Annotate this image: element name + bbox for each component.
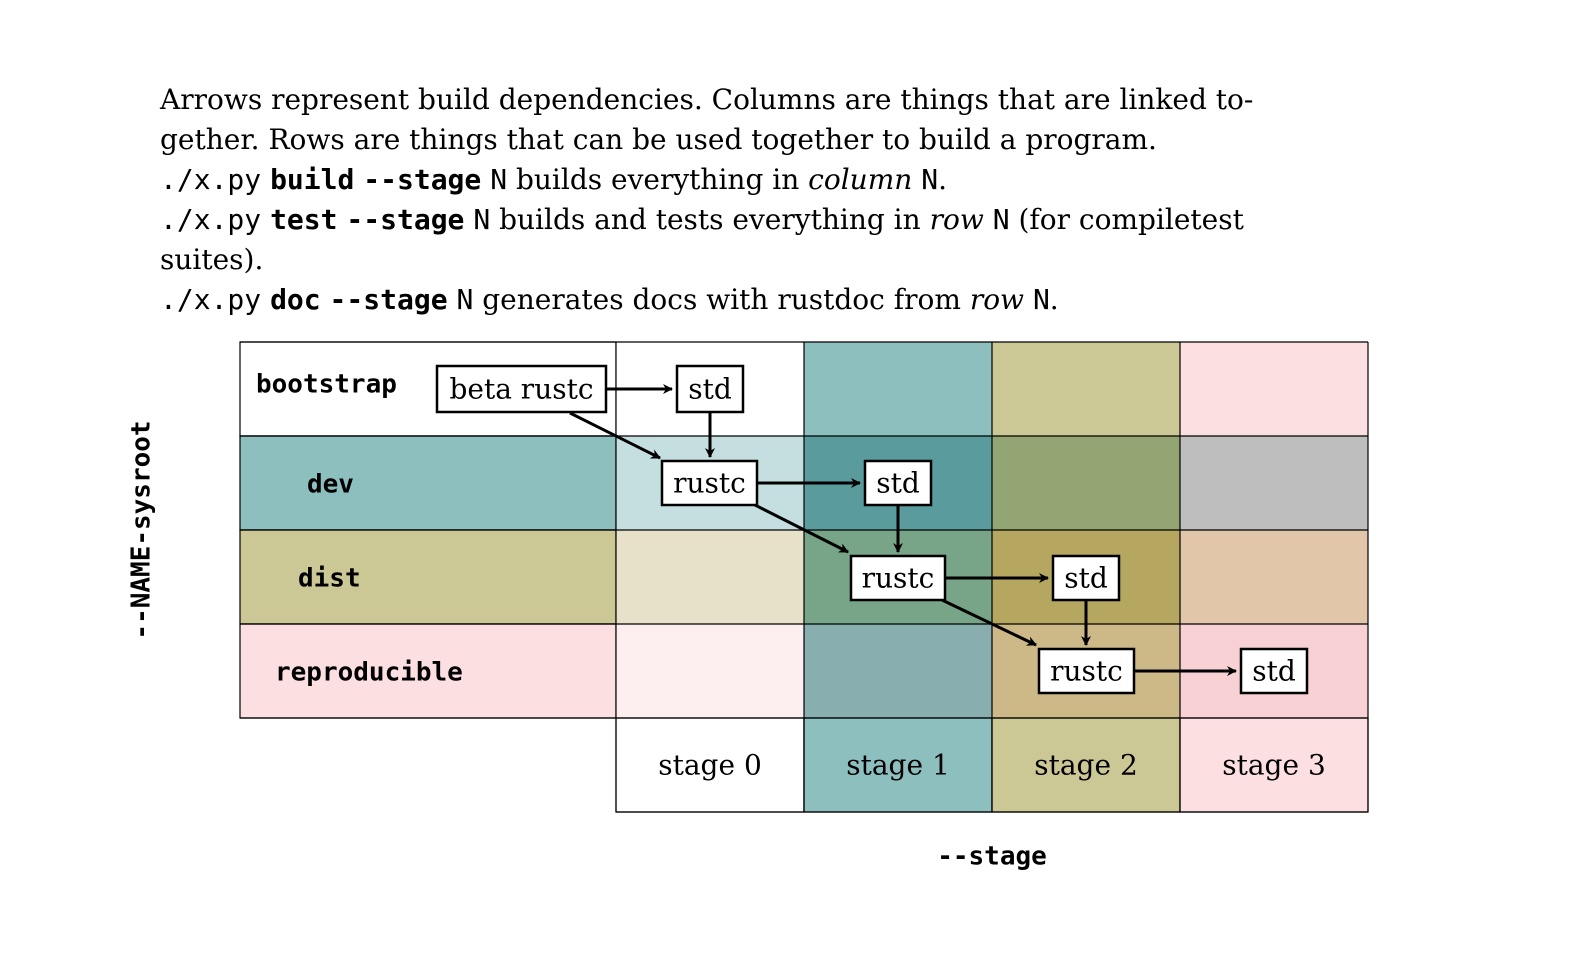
stage-label-1: stage 1 (846, 749, 950, 782)
stage-label-0: stage 0 (658, 749, 762, 782)
n-var: N (473, 203, 491, 236)
node-label: rustc (1050, 655, 1123, 688)
node-label: beta rustc (449, 373, 593, 406)
n-var: N (456, 283, 474, 316)
node-box (863, 459, 933, 507)
node-box (1037, 647, 1136, 695)
cmd: ./x.py (160, 203, 262, 236)
node-box (660, 459, 759, 507)
node-rustc0: rustc (660, 459, 759, 507)
edge-rustc0-to-rustc1 (754, 503, 849, 554)
description-line-1: Arrows represent build dependencies. Col… (160, 83, 1254, 116)
row-label-reproducible: reproducible (275, 658, 463, 688)
grid-cell-r2-c0 (616, 530, 804, 624)
node-label: std (876, 467, 920, 500)
node-label: std (688, 373, 732, 406)
node-rustc2: rustc (1037, 647, 1136, 695)
node-std1: std (863, 459, 933, 507)
row-label-cell-dev (239, 435, 617, 531)
node-rustc1: rustc (849, 554, 947, 602)
text-end: . (1049, 283, 1059, 316)
node-label: rustc (862, 562, 935, 595)
stage-label-3: stage 3 (1222, 749, 1326, 782)
x-axis-label: --stage (937, 842, 1047, 872)
description: Arrows represent build dependencies. Col… (160, 80, 1290, 320)
node-box (1239, 647, 1309, 695)
node-label: rustc (673, 467, 746, 500)
grid-cell-r0-c2 (992, 342, 1180, 436)
node-box (675, 364, 745, 414)
stage-label-cell-1 (803, 717, 993, 813)
row-label-bootstrap: bootstrap (256, 370, 397, 400)
emphasis: column (808, 163, 913, 196)
grid-cell-r0-c3 (1180, 342, 1368, 436)
emphasis: row (969, 283, 1025, 316)
grid-cell-r0-c1 (804, 342, 992, 436)
y-axis-label: --NAME-sysroot (127, 420, 157, 639)
node-label: std (1252, 655, 1296, 688)
description-line-4: ./x.py test --stage N builds and tests e… (160, 200, 1290, 240)
node-beta-rustc: beta rustc (435, 364, 608, 414)
flag: --stage (346, 203, 465, 236)
grid-cell-r3-c0 (616, 624, 804, 718)
node-box (435, 364, 608, 414)
description-line-5: suites). (160, 243, 264, 276)
n-var: N (992, 203, 1010, 236)
text: generates docs with rustdoc from (482, 283, 961, 316)
node-std2: std (1051, 554, 1121, 602)
row-label-cell-reproducible (239, 623, 617, 719)
text: builds everything in (515, 163, 800, 196)
subcommand: doc (270, 283, 321, 316)
n-var: N (490, 163, 508, 196)
grid-cell-r3-c1 (804, 624, 992, 718)
description-line-3: ./x.py build --stage N builds everything… (160, 160, 1290, 200)
cmd: ./x.py (160, 283, 262, 316)
node-std0: std (675, 364, 745, 414)
row-label-cell-dist (239, 529, 617, 625)
flag: --stage (363, 163, 482, 196)
n-var: N (1032, 283, 1050, 316)
node-box (1051, 554, 1121, 602)
grid-cell-r1-c3 (1180, 436, 1368, 530)
description-line-2: gether. Rows are things that can be used… (160, 123, 1157, 156)
stage-label-cell-3 (1179, 717, 1369, 813)
emphasis: row (929, 203, 984, 236)
text-end: (for compiletest (1018, 203, 1244, 236)
node-box (849, 554, 947, 602)
edge-beta-rustc-to-rustc0 (569, 411, 661, 460)
grid-cell-r1-c2 (992, 436, 1180, 530)
stage-label-2: stage 2 (1034, 749, 1138, 782)
row-label-dist: dist (298, 564, 361, 594)
node-label: std (1064, 562, 1108, 595)
text-end: . (938, 163, 947, 196)
cmd: ./x.py (160, 163, 262, 196)
text: builds and tests everything in (499, 203, 921, 236)
n-var: N (921, 163, 939, 196)
flag: --stage (329, 283, 448, 316)
grid-cell-r2-c3 (1180, 530, 1368, 624)
description-line-6: ./x.py doc --stage N generates docs with… (160, 280, 1290, 320)
edge-rustc1-to-rustc2 (941, 598, 1037, 647)
row-label-dev: dev (307, 470, 354, 500)
node-std3: std (1239, 647, 1309, 695)
subcommand: build (270, 163, 355, 196)
subcommand: test (270, 203, 338, 236)
